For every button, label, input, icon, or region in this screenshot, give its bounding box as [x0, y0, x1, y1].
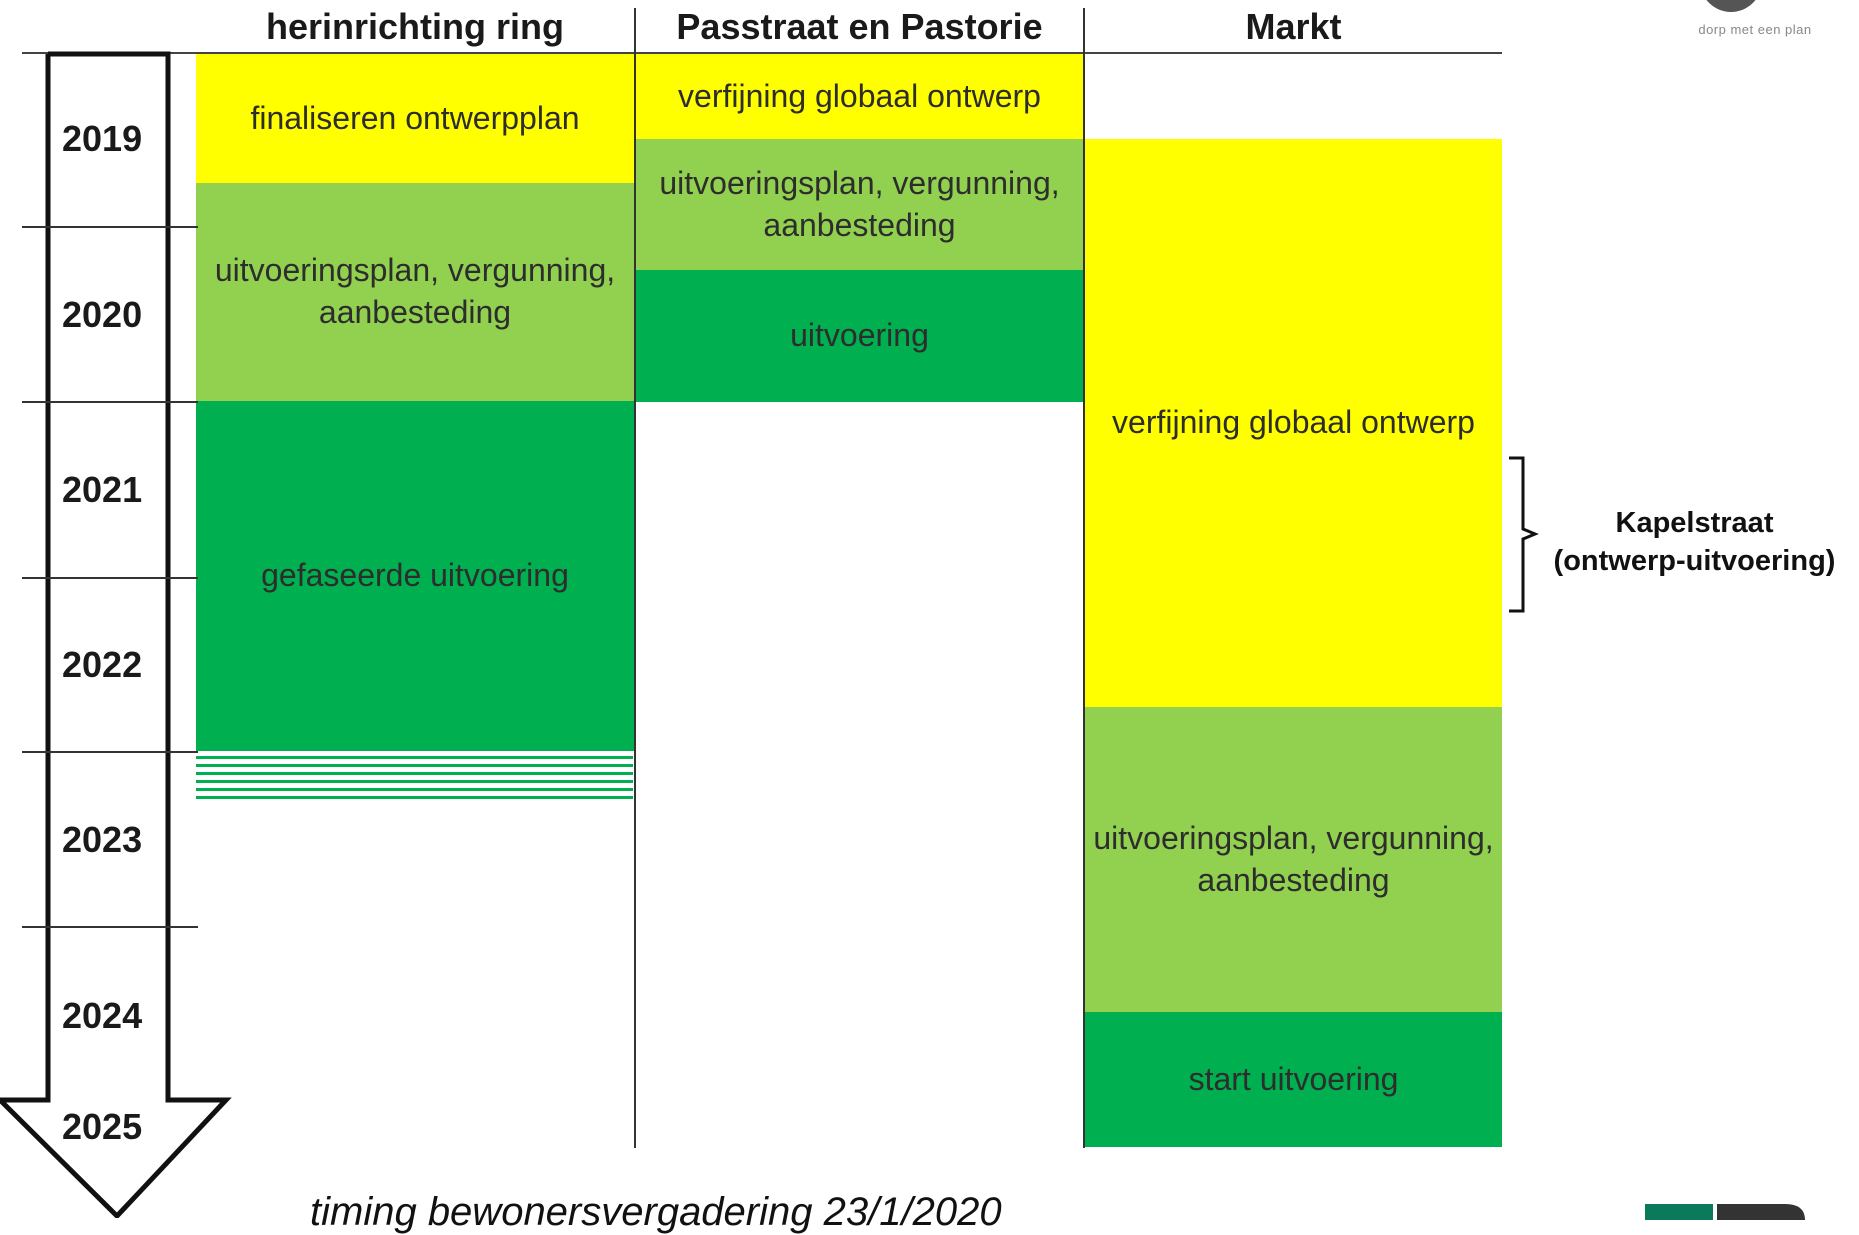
dorp-logo-icon — [1700, 0, 1762, 12]
kapelstraat-annotation: Kapelstraat (ontwerp-uitvoering) — [1530, 505, 1859, 580]
kapelstraat-title: Kapelstraat — [1615, 507, 1774, 539]
execution-hatch-line — [196, 764, 633, 767]
corner-logo-icon — [1645, 1204, 1805, 1220]
column-header-markt: Markt — [1245, 6, 1342, 47]
ring-phase-execution: gefaseerde uitvoering — [196, 401, 634, 751]
execution-hatch-line — [196, 772, 633, 775]
kapelstraat-bracket — [1509, 456, 1539, 613]
year-label-2021: 2021 — [62, 469, 143, 510]
year-label-2025: 2025 — [62, 1106, 143, 1147]
year-divider — [22, 401, 198, 403]
year-label-2022: 2022 — [62, 644, 143, 685]
execution-hatch-line — [196, 788, 633, 791]
logo-tagline: dorp met een plan — [1698, 22, 1812, 37]
year-label-2024: 2024 — [62, 995, 143, 1036]
execution-hatch-line — [196, 796, 633, 799]
passtraat-phase-execution: uitvoering — [636, 270, 1083, 402]
passtraat-phase-preparation: uitvoeringsplan, vergunning, aanbestedin… — [636, 139, 1083, 270]
ring-phase-design: finaliseren ontwerpplan — [196, 54, 634, 183]
markt-phase-preparation: uitvoeringsplan, vergunning, aanbestedin… — [1085, 707, 1502, 1012]
markt-phase-design: verfijning globaal ontwerp — [1085, 139, 1502, 707]
year-label-2023: 2023 — [62, 819, 143, 860]
passtraat-phase-design: verfijning globaal ontwerp — [636, 54, 1083, 139]
year-divider — [22, 577, 198, 579]
timeline-arrow — [0, 51, 232, 1218]
column-header-passtraat: Passtraat en Pastorie — [676, 6, 1043, 47]
execution-hatch-line — [196, 780, 633, 783]
execution-hatch-line — [196, 756, 633, 759]
header-rule — [22, 52, 1502, 54]
column-divider-2 — [1083, 8, 1085, 1148]
year-label-2019: 2019 — [62, 118, 143, 159]
markt-phase-execution: start uitvoering — [1085, 1012, 1502, 1147]
footer-note: timing bewonersvergadering 23/1/2020 — [310, 1190, 1002, 1234]
ring-phase-preparation: uitvoeringsplan, vergunning, aanbestedin… — [196, 183, 634, 401]
year-divider — [22, 226, 198, 228]
column-divider-1 — [634, 8, 636, 1148]
year-label-2020: 2020 — [62, 294, 143, 335]
column-header-ring: herinrichting ring — [265, 6, 564, 47]
kapelstraat-subtitle: (ontwerp-uitvoering) — [1553, 544, 1836, 577]
year-divider — [22, 751, 198, 753]
year-divider — [22, 926, 198, 928]
